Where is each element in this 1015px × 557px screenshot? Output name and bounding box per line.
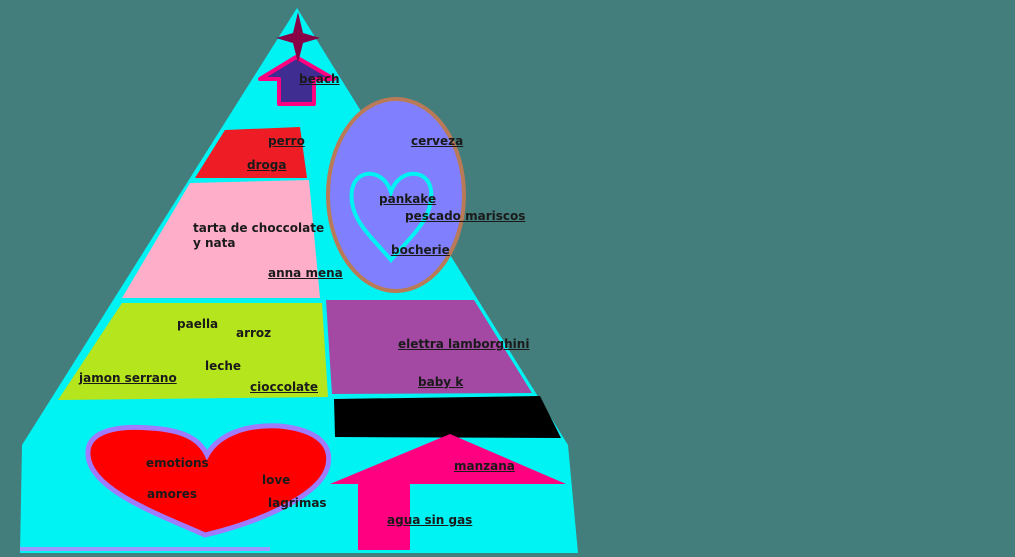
red-band — [195, 127, 307, 178]
heart-icon — [85, 423, 332, 538]
label-beach: beach — [299, 72, 340, 86]
label-tarta: tarta de choccolate y nata — [193, 221, 325, 250]
label-lagrimas: lagrimas — [268, 496, 327, 510]
label-emotions: emotions — [146, 456, 209, 470]
green-band — [58, 303, 328, 400]
label-bocherie: bocherie — [391, 243, 450, 257]
black-band — [334, 396, 561, 438]
label-jamon-serrano: jamon serrano — [79, 371, 177, 385]
label-paella: paella — [177, 317, 219, 331]
label-anna-mena: anna mena — [268, 266, 343, 280]
label-cioccolate: cioccolate — [250, 380, 319, 394]
label-leche: leche — [205, 359, 242, 373]
label-manzana: manzana — [454, 459, 515, 473]
star-icon — [276, 12, 320, 63]
label-amores: amores — [147, 487, 198, 501]
label-elettra-lamborghini: elettra lamborghini — [398, 337, 530, 351]
label-arroz: arroz — [236, 326, 272, 340]
top-arrow-icon — [258, 55, 336, 106]
up-arrow-icon — [330, 434, 566, 550]
label-baby-k: baby k — [418, 375, 464, 389]
label-pankake: pankake — [379, 192, 437, 206]
label-pescado-mariscos: pescado mariscos — [405, 209, 526, 223]
label-droga: droga — [247, 158, 287, 172]
label-cerveza: cerveza — [411, 134, 464, 148]
oval-shape — [326, 97, 466, 293]
label-perro: perro — [268, 134, 305, 148]
label-love: love — [262, 473, 291, 487]
heart-outline-icon — [349, 171, 434, 264]
purple-band — [326, 300, 532, 394]
label-agua-sin-gas: agua sin gas — [387, 513, 473, 527]
bottom-line — [20, 547, 270, 551]
pink-band — [122, 180, 320, 298]
